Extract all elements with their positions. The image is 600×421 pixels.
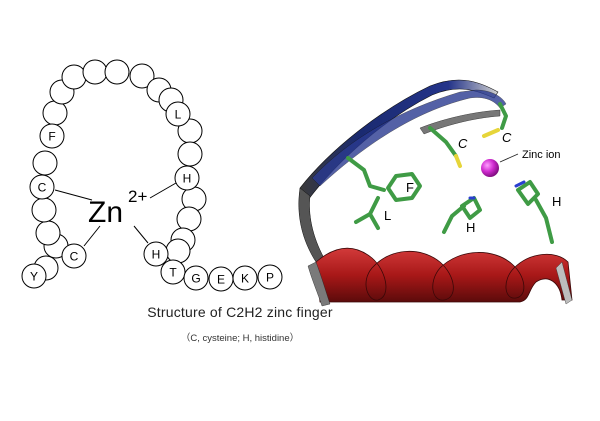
ribbon-label-cys-a: C [458, 136, 468, 151]
residue-circle-h2 [143, 241, 169, 267]
zinc-symbol: Zn [88, 196, 123, 229]
residue-label-g: G [191, 272, 200, 286]
residue-circle [129, 63, 155, 89]
sulfur-atoms [454, 128, 500, 168]
residue-label-e: E [217, 273, 225, 287]
residue-label-k: K [241, 272, 249, 286]
residue-circle [176, 206, 202, 232]
residue-label-c1: C [38, 181, 47, 195]
side-chains [346, 102, 554, 244]
ribbon-labels: C C Zinc ion F L H H [384, 130, 561, 235]
ribbon-model [298, 79, 573, 307]
residue-label-h1: H [183, 172, 192, 186]
residue-label-y: Y [30, 270, 38, 284]
residue-circle [42, 100, 68, 126]
ribbon-label-his-a: H [466, 220, 475, 235]
ribbon-label-his-b: H [552, 194, 561, 209]
residue-circle [35, 220, 61, 246]
figure-subtitle: （C, cysteine; H, histidine） [180, 333, 300, 344]
residue-circle-t [160, 259, 186, 285]
zinc-ion-sphere [481, 159, 499, 177]
zinc-charge: 2+ [128, 187, 147, 206]
helix-end-cap [555, 261, 573, 305]
residue-circle-c2 [61, 243, 87, 269]
residue-circle [32, 150, 58, 176]
residue-circle [177, 141, 203, 167]
residue-circle-l [165, 101, 191, 127]
residue-circle-h1 [174, 165, 200, 191]
ribbon-label-zinc-ion: Zinc ion [522, 149, 561, 161]
residue-circle [165, 238, 191, 264]
schematic-diagram [21, 59, 283, 292]
residue-letters: F C L H Y C H T G E K P [30, 108, 274, 287]
residue-circle-p [257, 264, 283, 290]
residue-circle-y [21, 263, 47, 289]
residue-circle [104, 59, 130, 85]
nitrogen-atoms [468, 180, 526, 200]
residue-label-f: F [48, 130, 55, 144]
ribbon-label-phe: F [406, 180, 414, 195]
residue-label-h2: H [152, 248, 161, 262]
residue-circle-k [232, 265, 258, 291]
zinc-ion-leader [499, 153, 519, 163]
ribbon-label-leu: L [384, 208, 391, 223]
residue-circle [82, 59, 108, 85]
alpha-helix-ribbon [315, 247, 573, 303]
residue-circle [31, 197, 57, 223]
residue-circle-g [183, 265, 209, 291]
residue-label-c2: C [70, 250, 79, 264]
ribbon-label-cys-b: C [502, 130, 512, 145]
residue-label-t: T [169, 266, 177, 280]
loop-ribbon [298, 187, 325, 263]
residue-circle-c1 [29, 174, 55, 200]
figure-title: Structure of C2H2 zinc finger [147, 304, 333, 320]
helix-start-cap [307, 261, 331, 307]
residue-label-l: L [175, 108, 182, 122]
coordination-bonds [54, 182, 177, 247]
loop-ribbon-2 [419, 109, 501, 135]
residue-circle [61, 64, 87, 90]
residue-circle-f [39, 123, 65, 149]
residue-label-p: P [266, 271, 274, 285]
